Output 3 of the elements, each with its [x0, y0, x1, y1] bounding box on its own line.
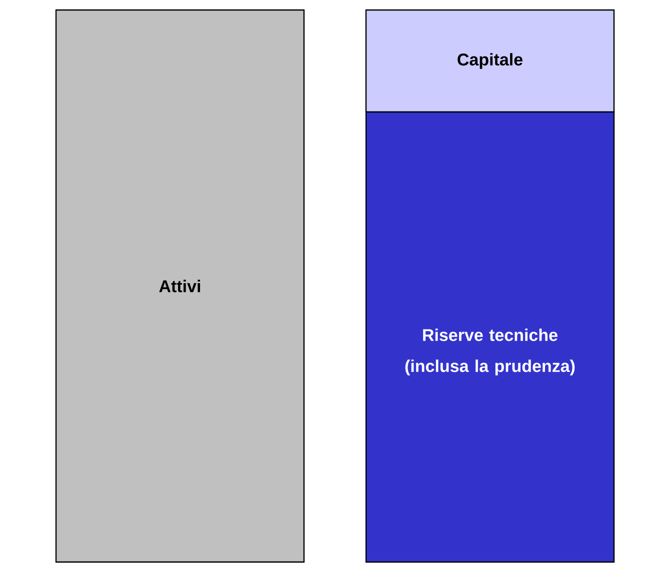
capital-box: Capitale	[365, 9, 615, 113]
assets-box: Attivi	[55, 9, 305, 563]
reserves-box: Riserve tecniche (inclusa la prudenza)	[365, 111, 615, 563]
